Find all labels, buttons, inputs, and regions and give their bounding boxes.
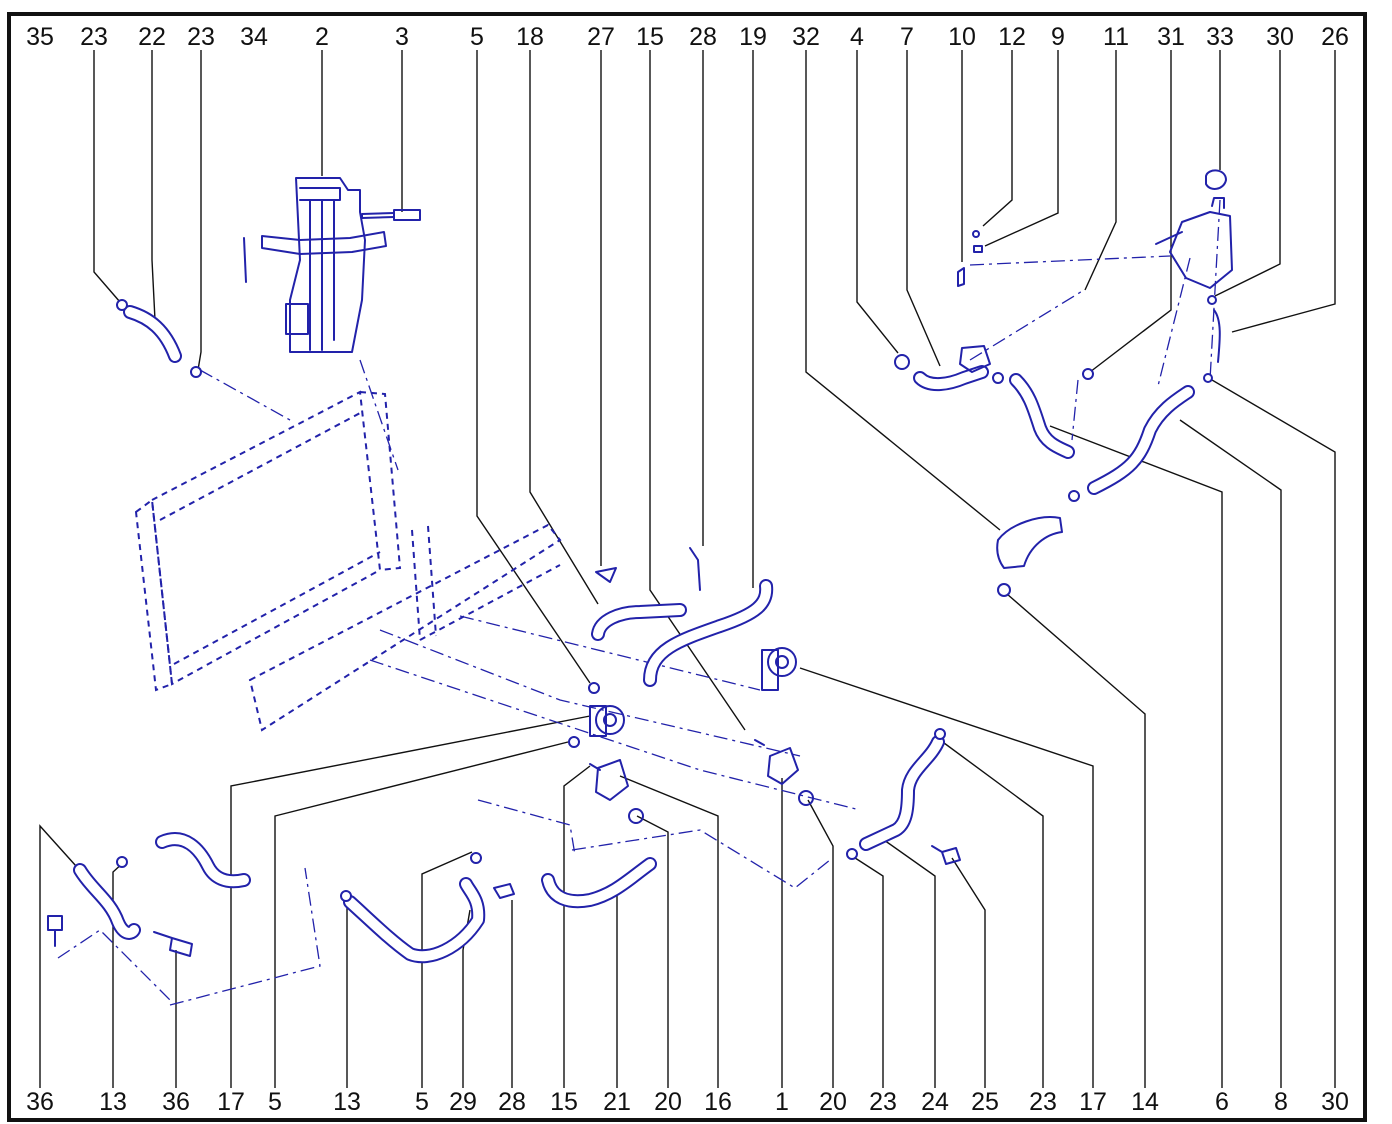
callout-number: 9 — [1051, 23, 1065, 51]
callout-number: 25 — [971, 1088, 999, 1116]
callout-number: 10 — [948, 23, 976, 51]
callout-number: 5 — [470, 23, 484, 51]
callout-number: 4 — [850, 23, 864, 51]
hose-part-18 — [591, 603, 687, 641]
pipe-part-24 — [846, 728, 961, 865]
condenser-frame — [248, 523, 562, 732]
pump-part-17-left — [589, 705, 625, 737]
callout-number: 23 — [1029, 1088, 1057, 1116]
routing-lines — [57, 199, 1221, 1006]
callout-number: 15 — [550, 1088, 578, 1116]
bracket-part-1 — [767, 747, 799, 785]
callout-number: 36 — [162, 1088, 190, 1116]
callout-number: 28 — [689, 23, 717, 51]
callout-number: 6 — [1215, 1088, 1229, 1116]
coolant-reservoir — [1155, 169, 1233, 289]
callout-number: 26 — [1321, 23, 1349, 51]
callout-number: 23 — [187, 23, 215, 51]
callout-number: 19 — [739, 23, 767, 51]
callout-number: 30 — [1321, 1088, 1349, 1116]
callout-number: 20 — [654, 1088, 682, 1116]
callout-number: 5 — [268, 1088, 282, 1116]
callout-number: 29 — [449, 1088, 477, 1116]
bottom-callout-numbers: 36 13 36 17 5 13 5 29 28 15 21 20 16 1 20 23 24 25 23 17 14 6… — [26, 1088, 1349, 1116]
callout-number: 2 — [315, 23, 329, 51]
callout-number: 17 — [1079, 1088, 1107, 1116]
callout-number: 7 — [900, 23, 914, 51]
bracket-part-16 — [595, 759, 629, 801]
outlet-part-32 — [996, 516, 1063, 597]
hose-part-7 — [894, 354, 989, 391]
hose-part-21 — [541, 857, 657, 909]
callout-number: 15 — [636, 23, 664, 51]
callout-number: 8 — [1274, 1088, 1288, 1116]
callout-number: 33 — [1206, 23, 1234, 51]
callout-number: 36 — [26, 1088, 54, 1116]
callout-number: 32 — [792, 23, 820, 51]
callout-number: 31 — [1157, 23, 1185, 51]
hose-part-8 — [1087, 385, 1195, 495]
callout-number: 34 — [240, 23, 268, 51]
callout-number: 16 — [704, 1088, 732, 1116]
callout-number: 22 — [138, 23, 166, 51]
callout-number: 23 — [80, 23, 108, 51]
nuts-part-20 — [628, 790, 814, 824]
hose-part-22 — [116, 299, 202, 378]
leader-lines — [39, 50, 1336, 1088]
clamps-small-parts — [470, 547, 765, 899]
hose-part-29 — [340, 877, 486, 964]
callout-number: 30 — [1266, 23, 1294, 51]
callout-number: 5 — [415, 1088, 429, 1116]
diagram-frame — [7, 12, 1367, 1122]
callout-number: 35 — [26, 23, 54, 51]
pump-part-17-right — [761, 647, 797, 691]
callout-number: 11 — [1103, 23, 1129, 51]
hose-part-19 — [643, 579, 774, 687]
callout-number: 18 — [516, 23, 544, 51]
callout-number: 20 — [819, 1088, 847, 1116]
callout-number: 27 — [587, 23, 615, 51]
callout-number: 21 — [603, 1088, 631, 1116]
hose-part-6 — [1009, 373, 1080, 502]
callout-number: 13 — [333, 1088, 361, 1116]
callout-number: 23 — [869, 1088, 897, 1116]
pipe-part-35 — [47, 856, 193, 957]
radiator — [134, 390, 402, 692]
expansion-tank — [243, 177, 387, 353]
callout-number: 14 — [1131, 1088, 1159, 1116]
callout-number: 12 — [998, 23, 1026, 51]
callout-number: 13 — [99, 1088, 127, 1116]
callout-number: 3 — [395, 23, 409, 51]
bolt-part-3 — [361, 209, 421, 221]
hose-part-34 — [155, 832, 251, 889]
callout-number: 1 — [775, 1088, 789, 1116]
thermostat-housing — [957, 230, 1004, 384]
hose-part-26 — [1203, 295, 1221, 383]
callout-number: 17 — [217, 1088, 245, 1116]
callout-number: 24 — [921, 1088, 949, 1116]
callout-number: 28 — [498, 1088, 526, 1116]
clamp-part-31 — [1082, 368, 1094, 380]
